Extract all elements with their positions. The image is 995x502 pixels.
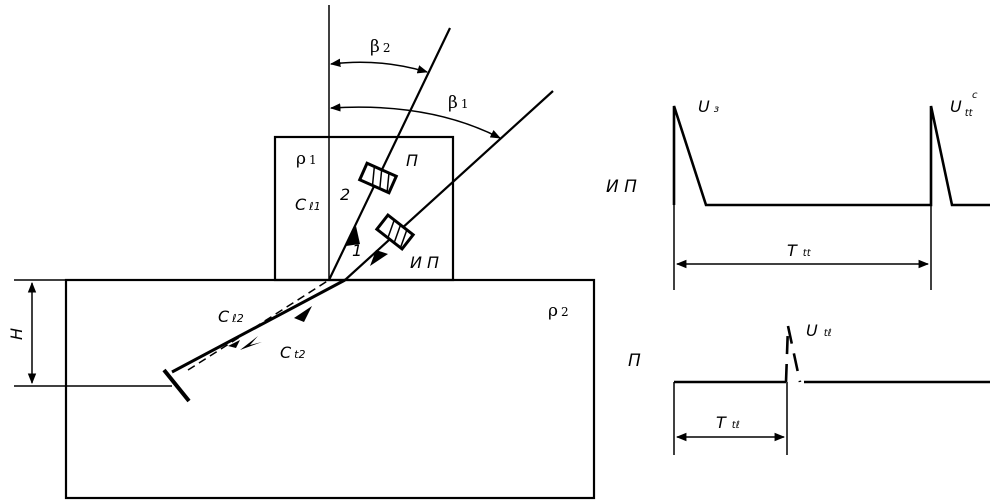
angle-beta2-arc bbox=[329, 58, 429, 74]
refracted-ray-dashed bbox=[187, 279, 330, 371]
label-height: H bbox=[7, 328, 26, 340]
label-probe-ip: И П bbox=[410, 253, 439, 272]
reflector-notch bbox=[162, 368, 191, 403]
label-utt-sup: c bbox=[972, 90, 978, 101]
p-pulse-down bbox=[786, 325, 802, 383]
refracted-arrow-down bbox=[240, 336, 262, 350]
probe-p-element bbox=[357, 161, 399, 195]
refracted-ray-solid bbox=[171, 278, 346, 374]
p-pulse-up bbox=[784, 325, 790, 383]
ip-trace bbox=[672, 105, 990, 207]
angle-beta1-arc bbox=[329, 103, 501, 139]
label-probe-p: П bbox=[406, 151, 418, 170]
label-ip-trace: И П bbox=[606, 177, 637, 197]
refracted-arrow-up bbox=[294, 306, 312, 322]
label-ray-2: 2 bbox=[340, 185, 350, 204]
probe-ip-element bbox=[374, 212, 416, 252]
ray-1 bbox=[344, 90, 554, 281]
ray-1-arrow bbox=[370, 250, 388, 266]
dashed-arrow-up bbox=[228, 340, 240, 348]
ray-2-arrow bbox=[346, 226, 360, 246]
label-ray-1: 1 bbox=[352, 241, 362, 260]
ray-2 bbox=[328, 27, 451, 281]
label-p-trace: П bbox=[628, 351, 641, 371]
base-block bbox=[64, 278, 596, 500]
